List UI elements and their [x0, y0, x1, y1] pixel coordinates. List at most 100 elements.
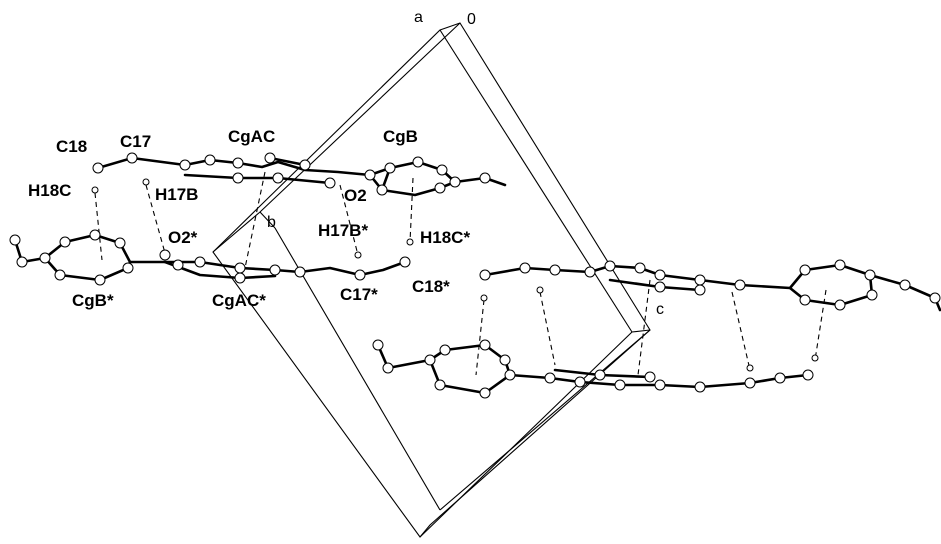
label-h17b: H17B [155, 185, 198, 204]
label-c18s: C18* [412, 277, 450, 296]
atom [412, 156, 424, 168]
axis-label-b: b [267, 214, 276, 231]
hydrogen-atoms [91, 178, 819, 372]
cell-edge [439, 29, 633, 333]
cell-edge [439, 329, 651, 511]
atoms [9, 152, 941, 399]
axis-labels: a 0 b c [267, 9, 664, 318]
atom-h [480, 294, 488, 302]
hbond-lower-2 [539, 291, 556, 366]
label-h18cs: H18C* [420, 228, 470, 247]
atom [799, 264, 811, 276]
atom-o2 [324, 177, 336, 189]
atom-c18 [92, 162, 104, 174]
atom [424, 354, 436, 366]
atom [179, 159, 191, 171]
atom [372, 339, 384, 351]
atom [899, 279, 911, 291]
atom [234, 272, 246, 284]
atom-h [746, 364, 754, 372]
atom [694, 381, 706, 393]
atom [299, 159, 311, 171]
atom [864, 269, 876, 281]
atom [549, 264, 561, 276]
atom [272, 172, 284, 184]
axis-label-a: a [414, 9, 423, 26]
atom [654, 269, 666, 281]
atom [234, 262, 246, 274]
hbond-lower-3 [637, 279, 651, 376]
molecule-middle [13, 233, 407, 282]
hbond-lower-5 [814, 289, 827, 361]
atom-h17bs [354, 251, 362, 259]
atom [59, 236, 71, 248]
bond-chain [183, 173, 332, 185]
atom [604, 260, 616, 272]
atom [232, 157, 244, 169]
label-cgb: CgB [383, 127, 418, 146]
atom [644, 371, 656, 383]
atom [654, 281, 666, 293]
atom [499, 354, 511, 366]
bond [268, 156, 307, 167]
label-cgacs: CgAC* [212, 291, 266, 310]
atom [694, 274, 706, 286]
bond-chain [483, 263, 941, 312]
atom-h18cs [406, 238, 414, 246]
atom [834, 259, 846, 271]
atom [544, 372, 556, 384]
atom [364, 169, 376, 181]
cell-edge [419, 331, 633, 538]
atom [232, 172, 244, 184]
bond-chain [13, 233, 407, 277]
atom [929, 292, 941, 304]
atom-c17 [126, 152, 138, 164]
label-h18c: H18C [28, 181, 71, 200]
atom [479, 172, 491, 184]
atom [89, 229, 101, 241]
bond-chain [163, 260, 277, 280]
atom [802, 369, 814, 381]
atom [94, 274, 106, 286]
label-c17s: C17* [340, 285, 378, 304]
atom-o2s [159, 249, 171, 261]
hbond-h18c-cgbs [94, 192, 103, 261]
atom [504, 369, 516, 381]
atom [584, 266, 596, 278]
atom [574, 376, 586, 388]
bond-chain [96, 156, 507, 187]
atom [39, 252, 51, 264]
atom [382, 362, 394, 374]
hbond-cgac [244, 171, 266, 269]
label-c18: C18 [56, 137, 87, 156]
atom [519, 262, 531, 274]
atom-h18c [91, 186, 99, 194]
label-cgbs: CgB* [72, 291, 114, 310]
atom [204, 154, 216, 166]
atom [799, 294, 811, 306]
atom [436, 164, 448, 176]
atom [376, 184, 388, 196]
atom-h [536, 286, 544, 294]
atom-labels: C18 C17 CgAC CgB H18C H17B O2 O2* H17B* … [28, 127, 470, 310]
cell-edge [259, 211, 276, 229]
atom [774, 372, 786, 384]
atom [269, 264, 281, 276]
atom [384, 162, 396, 174]
atom [594, 369, 606, 381]
hbond-cgb-h18cs [409, 177, 414, 243]
atom [194, 256, 206, 268]
atom [479, 339, 491, 351]
ring [428, 358, 512, 395]
hbond-lower-1 [475, 299, 485, 376]
atom [122, 262, 134, 274]
atom [694, 284, 706, 296]
atom [114, 237, 126, 249]
cell-edge [631, 329, 651, 333]
atom-c18s [399, 256, 411, 268]
atom [434, 379, 446, 391]
hbond-lower-4 [731, 291, 751, 371]
atom [449, 176, 461, 188]
